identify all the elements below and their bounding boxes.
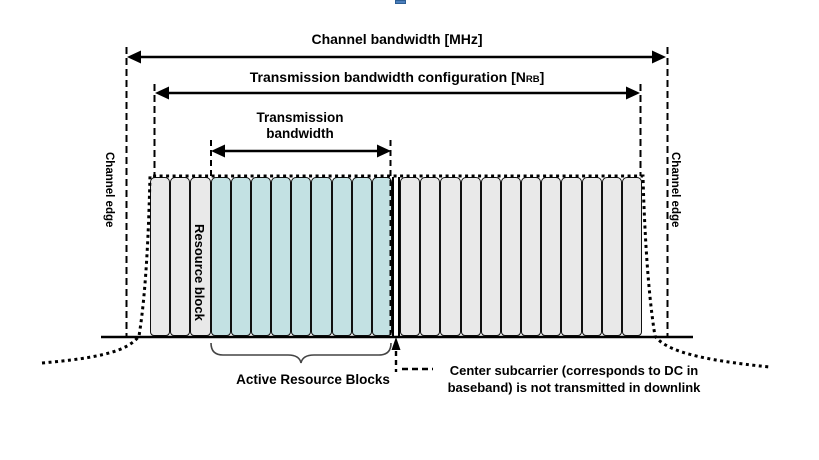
resource-block-inactive bbox=[581, 177, 602, 336]
center-subcarrier bbox=[392, 177, 401, 336]
resource-block-inactive bbox=[621, 177, 643, 336]
channel-bandwidth-arrow bbox=[127, 50, 666, 64]
resource-block-inactive bbox=[420, 177, 441, 336]
resource-block-inactive bbox=[561, 177, 582, 336]
channel-edge-left-label: Channel edge bbox=[103, 152, 115, 228]
tx-config-arrow bbox=[155, 86, 640, 100]
resource-block-active bbox=[351, 177, 372, 336]
resource-block-inactive bbox=[601, 177, 622, 336]
resource-block-active bbox=[371, 177, 393, 336]
active-rb-brace bbox=[210, 342, 392, 364]
resource-block-inactive bbox=[541, 177, 562, 336]
resource-block-row bbox=[150, 177, 643, 336]
channel-bandwidth-label: Channel bandwidth [MHz] bbox=[311, 31, 483, 47]
resource-block-active bbox=[291, 177, 312, 336]
resource-block-active bbox=[311, 177, 332, 336]
resource-block-inactive bbox=[400, 177, 421, 336]
resource-block-inactive bbox=[500, 177, 522, 336]
tx-config-label-suffix: ] bbox=[539, 69, 545, 85]
resource-block-label: Resource block bbox=[192, 224, 207, 321]
resource-block-inactive bbox=[480, 177, 501, 336]
center-subcarrier-note: Center subcarrier (corresponds to DC in … bbox=[447, 363, 701, 395]
resource-block-inactive bbox=[460, 177, 481, 336]
channel-edge-right-label: Channel edge bbox=[669, 152, 681, 228]
resource-block-active bbox=[271, 177, 292, 336]
resource-block-active bbox=[250, 177, 272, 336]
tx-config-dashed-lines bbox=[153, 84, 642, 176]
resource-block-active bbox=[331, 177, 352, 336]
center-subcarrier-pointer bbox=[391, 337, 433, 372]
tx-config-label-prefix: Transmission bandwidth configuration [N bbox=[249, 69, 526, 85]
tx-bandwidth-label: Transmission bandwidth bbox=[256, 110, 344, 141]
resource-block-inactive bbox=[521, 177, 542, 336]
resource-block-inactive bbox=[440, 177, 461, 336]
tx-bw-arrow bbox=[211, 144, 391, 158]
active-resource-blocks-label: Active Resource Blocks bbox=[236, 372, 390, 387]
tx-config-label-subscript: RB bbox=[525, 74, 540, 85]
resource-block-active bbox=[230, 177, 251, 336]
resource-block-active bbox=[210, 177, 231, 336]
selection-handle bbox=[395, 0, 406, 4]
